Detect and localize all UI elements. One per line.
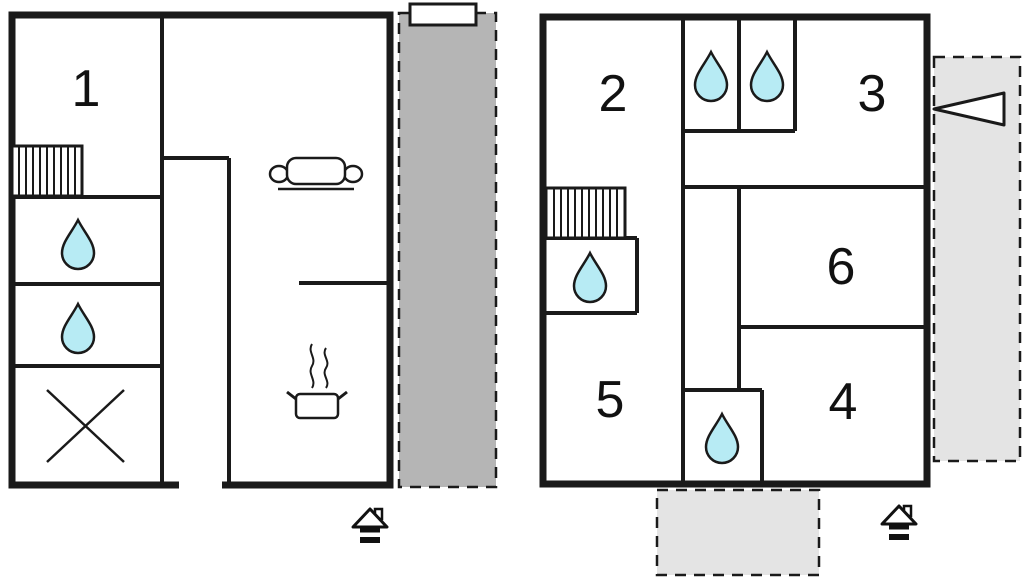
- upper-floor-outline: [539, 13, 931, 488]
- sofa-icon: [268, 156, 364, 191]
- staircase-icon: [10, 144, 84, 198]
- upper-floor-terrace-strip: [932, 55, 1022, 463]
- room-label-1: 1: [72, 60, 101, 118]
- balcony-door: [408, 2, 478, 27]
- house-band: [889, 529, 909, 534]
- room-label-4: 4: [829, 373, 858, 431]
- entrance-door-gap: [179, 478, 222, 492]
- room-label-6: 6: [827, 238, 856, 296]
- staircase-steps: [18, 146, 76, 196]
- balcony-arrow-icon: [932, 91, 1006, 127]
- upper-floor-walls: [543, 17, 927, 484]
- room-label-5: 5: [596, 371, 625, 429]
- pot-handle: [337, 390, 348, 401]
- room-label-2: 2: [599, 65, 628, 123]
- ground-floor-walls: [12, 15, 390, 485]
- staircase-box: [544, 186, 627, 240]
- ground-floor-terrace-strip: [397, 11, 498, 489]
- room-label-3: 3: [858, 65, 887, 123]
- steam-line: [323, 347, 329, 389]
- house-marker-icon: [351, 507, 389, 543]
- steam-line: [309, 343, 315, 389]
- pot-handle: [286, 390, 297, 401]
- staircase-steps: [553, 188, 618, 238]
- pot-body: [294, 392, 340, 420]
- house-roof: [880, 504, 918, 526]
- house-roof: [351, 507, 389, 529]
- house-marker-icon: [880, 504, 918, 540]
- house-band: [360, 532, 380, 537]
- cooking-pot-icon: [286, 343, 348, 420]
- bottom-terrace: [655, 488, 821, 577]
- staircase-icon: [544, 186, 627, 240]
- cross-icon: [46, 389, 125, 463]
